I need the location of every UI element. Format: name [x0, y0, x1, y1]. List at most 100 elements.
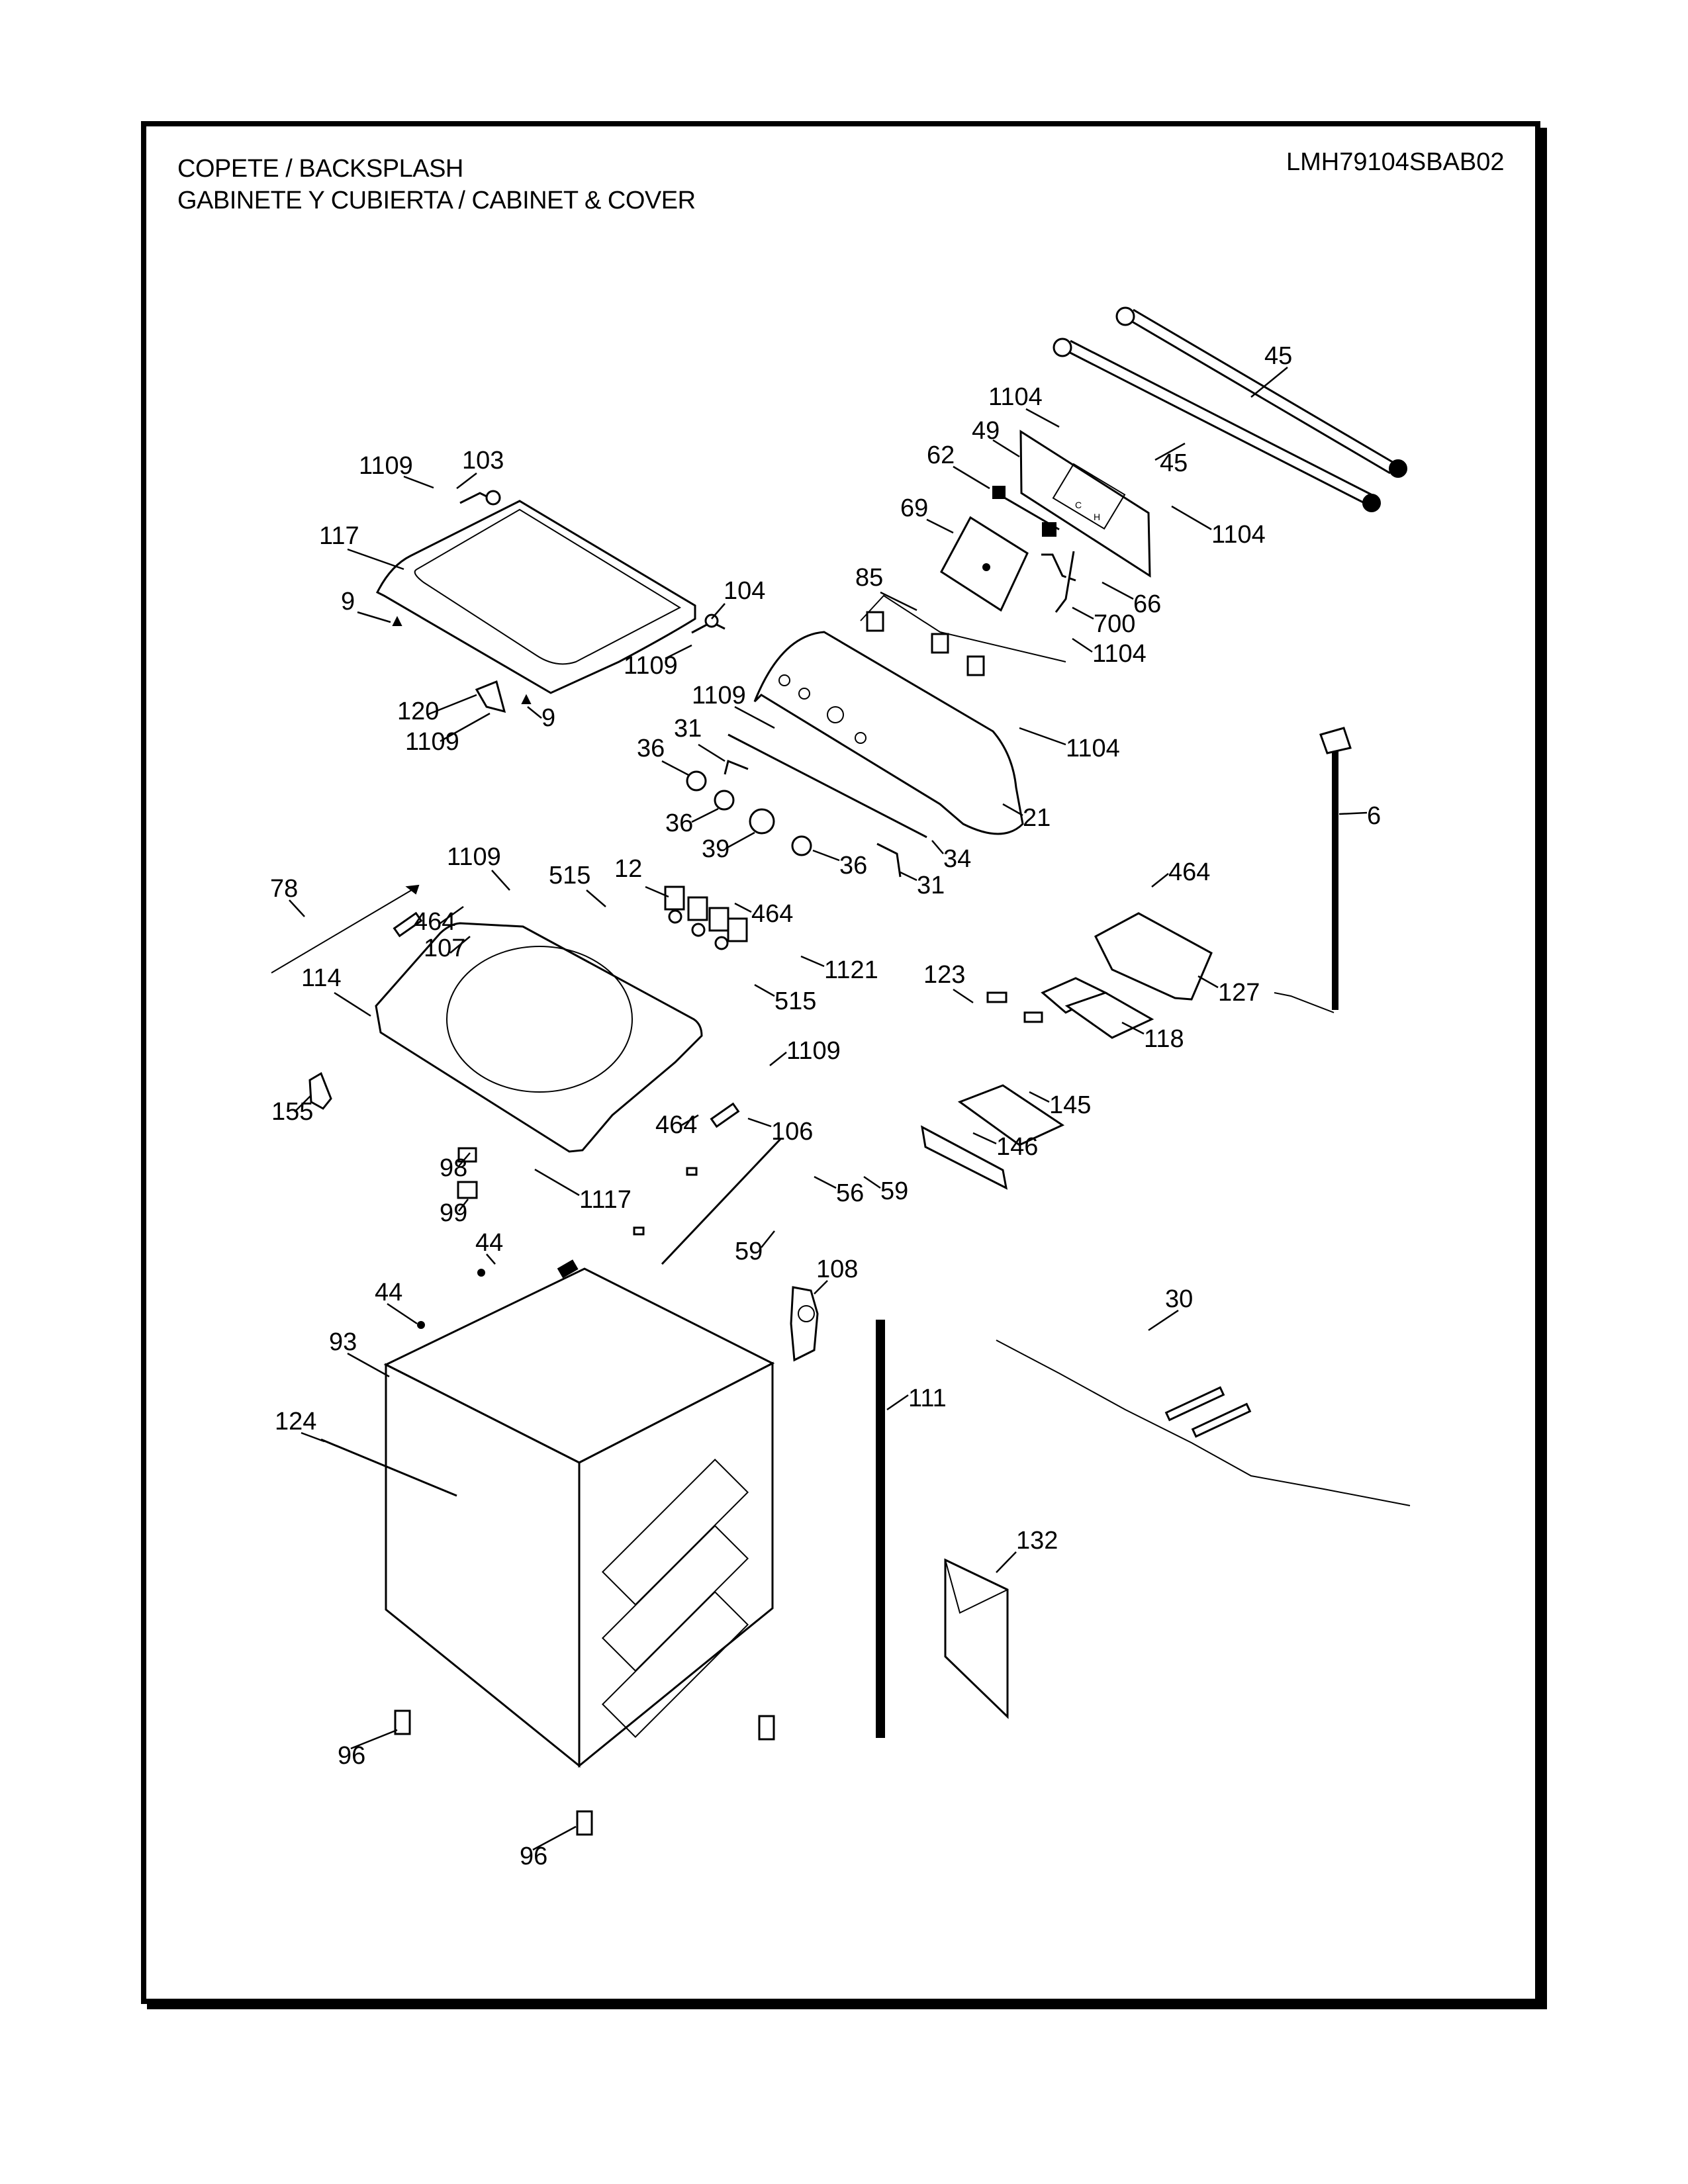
- knob-39-large[interactable]: [749, 808, 775, 835]
- callout-label-96[interactable]: 96: [520, 1843, 547, 1870]
- callout-label-1117[interactable]: 1117: [579, 1186, 632, 1214]
- callout-label-9[interactable]: 9: [541, 704, 555, 732]
- callout-label-700[interactable]: 700: [1094, 610, 1135, 638]
- callout-label-36[interactable]: 36: [665, 809, 693, 837]
- wire-harness-small[interactable]: [271, 884, 420, 974]
- light-pipe-right[interactable]: [876, 842, 902, 878]
- callout-label-1104[interactable]: 1104: [1092, 640, 1147, 668]
- callout-label-155[interactable]: 155: [271, 1098, 313, 1126]
- knob-36-upper[interactable]: [686, 770, 707, 792]
- callout-label-56[interactable]: 56: [836, 1179, 864, 1207]
- callout-label-104[interactable]: 104: [724, 577, 765, 605]
- top-cover[interactable]: [375, 922, 703, 1153]
- knob-36-middle[interactable]: [714, 790, 735, 811]
- leveling-foot-front[interactable]: [576, 1810, 593, 1836]
- callout-label-106[interactable]: 106: [771, 1118, 813, 1146]
- lid-lock-99[interactable]: [457, 1181, 478, 1199]
- lid-hinge-left[interactable]: [459, 490, 501, 506]
- dispenser-drawer-145[interactable]: [957, 1084, 1065, 1146]
- callout-label-464[interactable]: 464: [655, 1111, 697, 1139]
- leveling-foot-right[interactable]: [758, 1715, 775, 1741]
- callout-label-96[interactable]: 96: [338, 1742, 365, 1770]
- callout-label-44[interactable]: 44: [375, 1279, 402, 1306]
- callout-label-114[interactable]: 114: [301, 964, 342, 992]
- callout-label-31[interactable]: 31: [917, 872, 945, 899]
- callout-label-1109[interactable]: 1109: [359, 452, 413, 480]
- pressure-switch[interactable]: [992, 486, 1060, 537]
- main-control-board[interactable]: [940, 516, 1029, 612]
- callout-label-30[interactable]: 30: [1165, 1285, 1193, 1313]
- callout-label-62[interactable]: 62: [927, 441, 955, 469]
- callout-label-93[interactable]: 93: [329, 1328, 357, 1356]
- callout-label-464[interactable]: 464: [1168, 858, 1210, 886]
- callout-label-1109[interactable]: 1109: [624, 652, 678, 680]
- callout-label-123[interactable]: 123: [923, 961, 965, 989]
- callout-label-117[interactable]: 117: [319, 522, 359, 550]
- callout-label-145[interactable]: 145: [1049, 1091, 1091, 1119]
- callout-label-146[interactable]: 146: [996, 1133, 1038, 1161]
- callout-label-1109[interactable]: 1109: [692, 682, 746, 709]
- callout-label-59[interactable]: 59: [735, 1238, 763, 1265]
- callout-label-1104[interactable]: 1104: [1066, 735, 1120, 762]
- inlet-hose-upper[interactable]: [1115, 306, 1407, 478]
- siphon-cap-upper[interactable]: [986, 991, 1008, 1003]
- callout-label-127[interactable]: 127: [1218, 979, 1260, 1007]
- owners-manual[interactable]: [944, 1558, 1009, 1719]
- inlet-hose-lower[interactable]: [1053, 338, 1381, 512]
- siphon-cap-lower[interactable]: [1023, 1011, 1043, 1023]
- callout-label-1109[interactable]: 1109: [405, 728, 459, 756]
- main-wire-harness[interactable]: [996, 1340, 1411, 1506]
- callout-label-44[interactable]: 44: [475, 1229, 503, 1257]
- clip-59-lower[interactable]: [633, 1226, 645, 1236]
- callout-label-107[interactable]: 107: [424, 934, 465, 962]
- callout-label-464[interactable]: 464: [751, 900, 793, 928]
- callout-label-1121[interactable]: 1121: [824, 956, 878, 984]
- cabinet-rail[interactable]: [320, 1438, 457, 1497]
- callout-label-66[interactable]: 66: [1133, 590, 1161, 618]
- callout-label-69[interactable]: 69: [900, 494, 928, 522]
- drain-bracket[interactable]: [790, 1286, 819, 1362]
- callout-label-49[interactable]: 49: [972, 417, 1000, 445]
- lid-hinge-right[interactable]: [691, 614, 726, 634]
- callout-label-1109[interactable]: 1109: [786, 1037, 841, 1065]
- callout-label-1109[interactable]: 1109: [447, 843, 501, 871]
- callout-label-1104[interactable]: 1104: [988, 383, 1043, 411]
- bumper-right[interactable]: [521, 694, 532, 704]
- leveling-foot-left[interactable]: [394, 1709, 411, 1735]
- callout-label-34[interactable]: 34: [943, 845, 971, 873]
- callout-label-132[interactable]: 132: [1016, 1527, 1058, 1555]
- callout-label-103[interactable]: 103: [462, 447, 504, 475]
- lid-switch-107[interactable]: [393, 911, 423, 938]
- callout-label-31[interactable]: 31: [674, 715, 702, 743]
- callout-label-120[interactable]: 120: [397, 698, 439, 725]
- callout-label-39[interactable]: 39: [702, 835, 729, 863]
- water-inlet-valve[interactable]: [664, 886, 748, 950]
- callout-label-111[interactable]: 111: [908, 1385, 947, 1412]
- callout-label-515[interactable]: 515: [774, 987, 816, 1015]
- lid-assembly[interactable]: [375, 500, 696, 694]
- bleach-dispenser[interactable]: [308, 1071, 332, 1110]
- callout-label-99[interactable]: 99: [440, 1199, 467, 1227]
- callout-label-464[interactable]: 464: [414, 908, 455, 936]
- callout-label-515[interactable]: 515: [549, 862, 590, 889]
- power-cord[interactable]: [1274, 727, 1352, 1013]
- screw-44-upper[interactable]: [477, 1269, 485, 1277]
- wire-harness-56[interactable]: [557, 1137, 782, 1279]
- callout-label-1104[interactable]: 1104: [1211, 521, 1266, 549]
- drawer-front-panel[interactable]: [921, 1125, 1008, 1190]
- light-pipe-left[interactable]: [724, 759, 749, 775]
- rear-panel[interactable]: C H: [1019, 430, 1151, 578]
- screw-44-lower[interactable]: [417, 1321, 425, 1329]
- callout-label-59[interactable]: 59: [880, 1177, 908, 1205]
- lid-switch-106[interactable]: [710, 1102, 740, 1128]
- harness-bracket[interactable]: [1041, 551, 1076, 613]
- callout-label-78[interactable]: 78: [270, 875, 298, 903]
- cabinet[interactable]: [383, 1267, 775, 1768]
- callout-label-124[interactable]: 124: [275, 1408, 316, 1435]
- control-switch-harness[interactable]: [860, 594, 1066, 676]
- callout-label-118[interactable]: 118: [1144, 1025, 1184, 1053]
- console-trim-strip[interactable]: [727, 733, 927, 839]
- callout-label-9[interactable]: 9: [341, 588, 355, 615]
- dispenser-housing[interactable]: [1094, 912, 1213, 1001]
- knob-36-right[interactable]: [791, 835, 812, 856]
